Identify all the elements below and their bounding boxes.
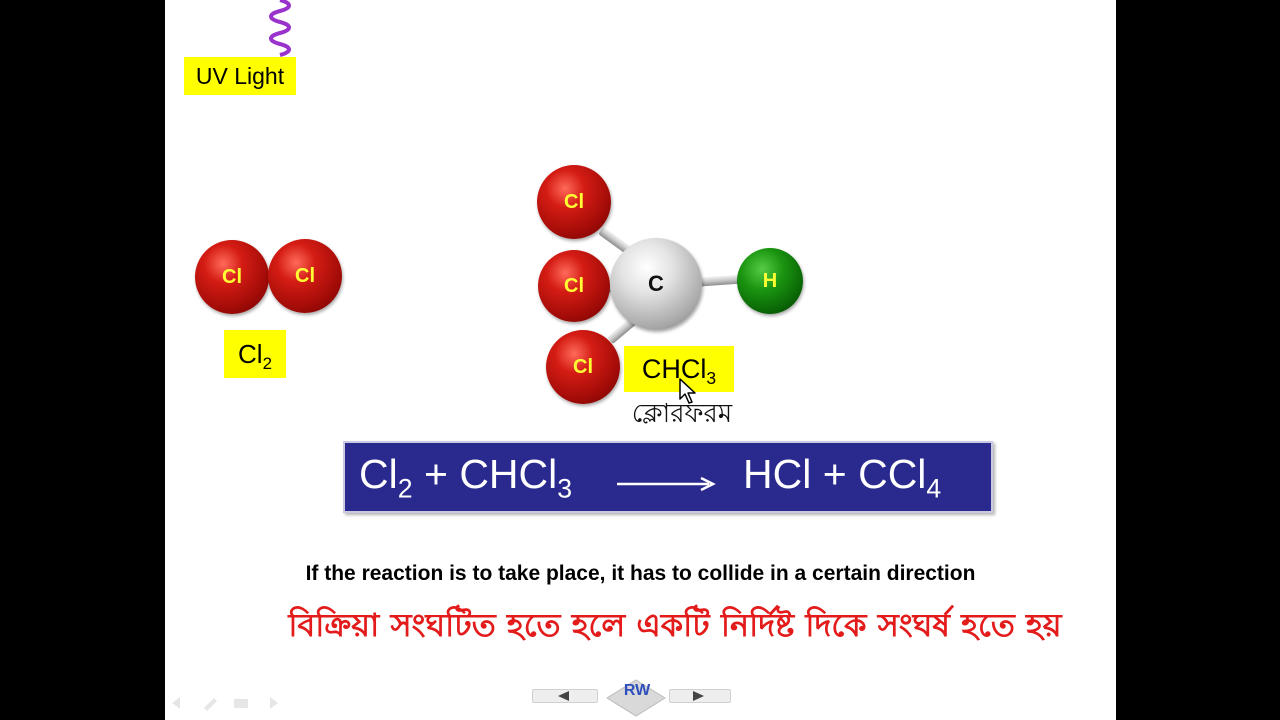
- reaction-arrow-icon: [617, 477, 716, 491]
- menu-icon: [234, 699, 248, 708]
- equation-products: HCl + CCl4: [743, 451, 942, 504]
- next-slide-icon: [270, 697, 278, 709]
- triangle-left-icon: [558, 691, 569, 701]
- chcl3-formula-label: CHCl3: [624, 346, 734, 392]
- cl2-atom-left: Cl: [195, 240, 269, 314]
- chcl3-cl-bottom: Cl: [546, 330, 620, 404]
- logo-text: RW: [623, 682, 651, 699]
- chcl3-cl-middle: Cl: [538, 250, 610, 322]
- pen-icon: [204, 698, 217, 711]
- equation-box: Cl2 + CHCl3 HCl + CCl4: [343, 441, 993, 513]
- chcl3-cl-top: Cl: [537, 165, 611, 239]
- slideshow-toolbar: [172, 697, 278, 711]
- cl2-formula-label: Cl2: [224, 330, 286, 378]
- uv-light-label: UV Light: [184, 57, 296, 95]
- logo-diamond-icon: [606, 679, 666, 717]
- equation-reactants: Cl2 + CHCl3: [359, 451, 573, 504]
- caption-english: If the reaction is to take place, it has…: [305, 562, 976, 585]
- chloroform-bengali-name: ক্লোরফরম: [631, 399, 733, 429]
- prev-slide-icon: [172, 697, 180, 709]
- caption-bengali: বিক্রিয়া সংঘটিত হতে হলে একটি নির্দিষ্ট …: [288, 606, 1062, 644]
- mouse-pointer-icon: [679, 378, 696, 404]
- cl2-atom-right: Cl: [268, 239, 342, 313]
- chcl3-hydrogen-atom: H: [737, 248, 803, 314]
- triangle-right-icon: [693, 691, 704, 701]
- uv-wave-icon: [269, 0, 291, 57]
- chcl3-carbon-atom: C: [610, 238, 702, 330]
- slide: UV Light Cl Cl Cl2 Cl Cl Cl C H CHCl3 ক্…: [165, 0, 1116, 720]
